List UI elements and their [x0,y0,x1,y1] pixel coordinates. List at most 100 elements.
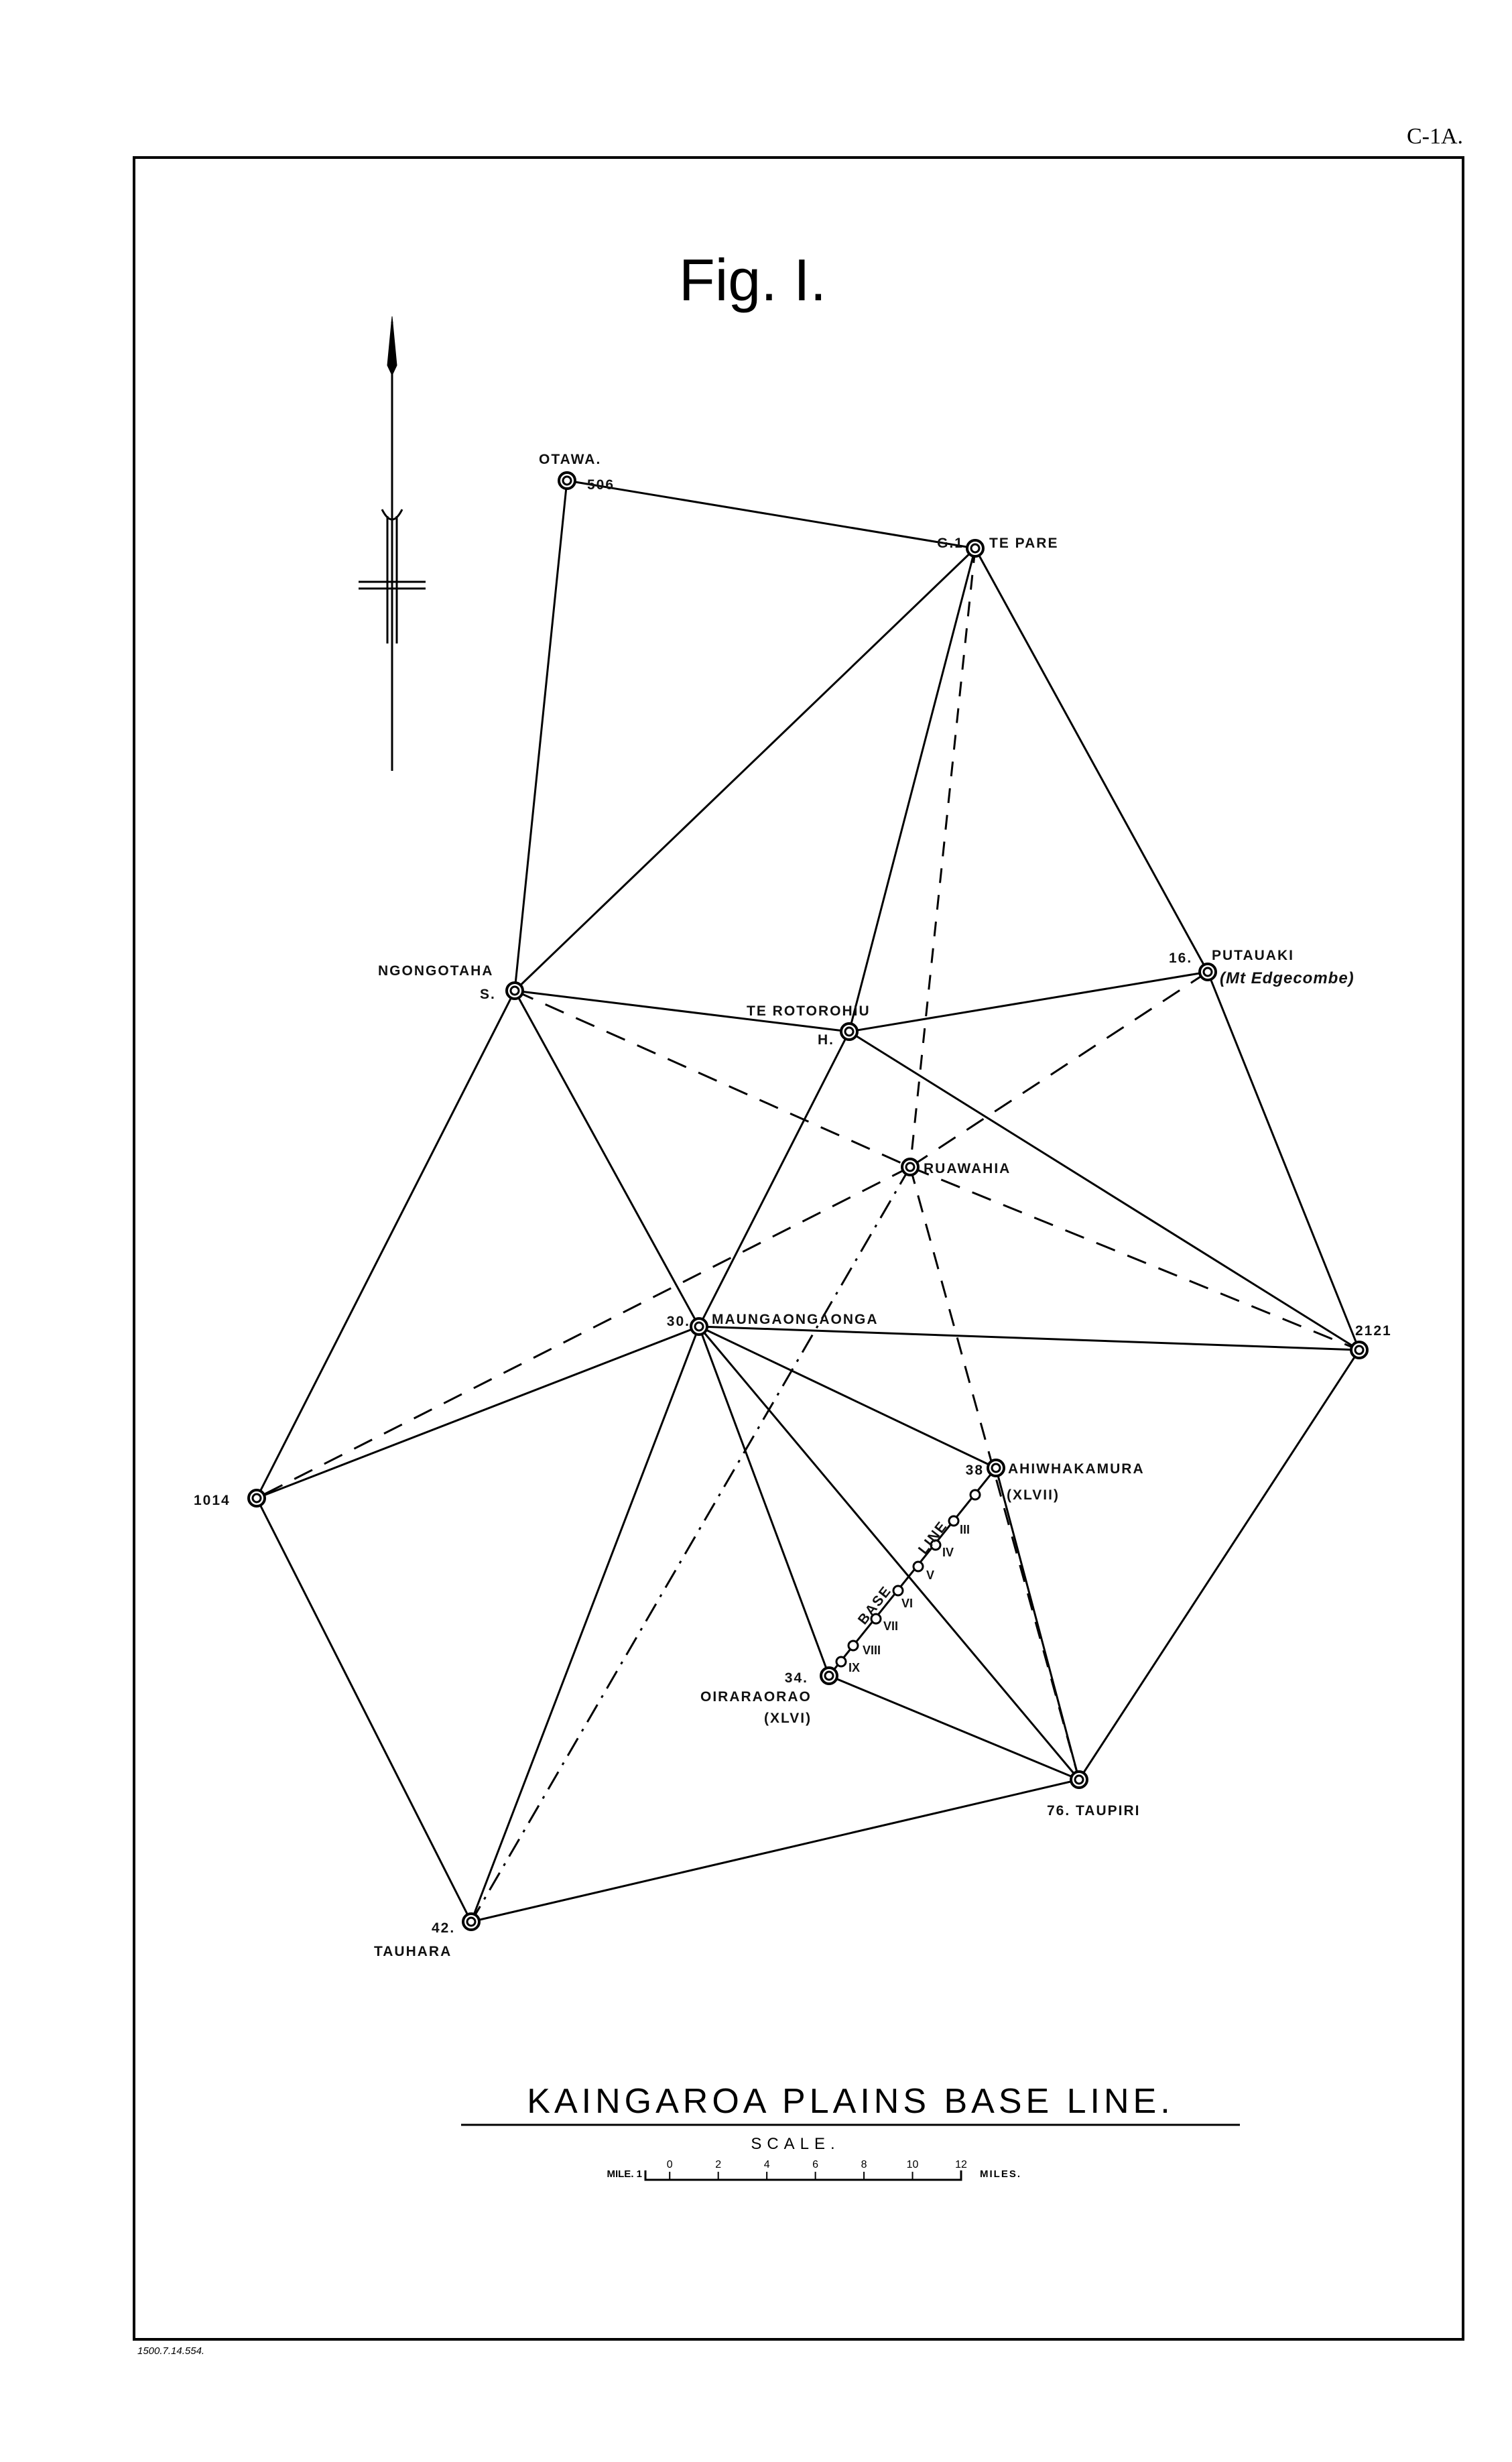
triangulation-lines [255,479,1361,1923]
observation-line [513,990,700,1327]
section-label: V [926,1568,934,1582]
station-marker-inner [905,1162,916,1172]
observation-line [470,1326,700,1922]
station-marker-inner [466,1916,477,1927]
label-oiraraorao: OIRARAORAO [700,1689,812,1705]
scale-label: SCALE. [751,2135,840,2153]
base-section-marker [870,1613,882,1625]
dashed-ray [909,548,976,1168]
scale-tick-label: 2 [715,2159,721,2170]
dashed-ray [909,1166,1360,1351]
base-section-marker [930,1539,942,1551]
section-label: VIII [863,1644,881,1657]
base-section-marker [948,1515,960,1527]
section-label: VII [883,1619,898,1633]
section-label: III [960,1523,970,1536]
station-marker-inner [970,543,981,554]
station-marker-inner [562,475,572,486]
scale-right-label: MILES. [980,2168,1021,2180]
observation-line [848,548,976,1032]
label-maungaongaonga: MAUNGAONGAONGA [712,1312,879,1327]
observation-line [698,1326,1080,1780]
station-marker-inner [844,1026,855,1037]
label-1014: 1014 [194,1493,231,1508]
observation-line [470,1778,1080,1923]
station-marker-inner [824,1670,834,1681]
observation-line [995,1467,1080,1780]
scale-tick-label: 6 [812,2159,818,2170]
dashed-ray [909,971,1208,1168]
map-border [133,156,1464,2341]
label-te-pare-number: G.1 [937,536,964,551]
station-marker-inner [1074,1774,1084,1785]
label-ahiwhakamura-alt: (XLVII) [1007,1487,1060,1503]
observation-line [848,1030,1360,1351]
north-arrow-icon [359,316,426,771]
label-otawa: OTAWA. [539,452,601,467]
observation-line [828,1674,1080,1781]
observation-line [255,990,516,1499]
label-taupiri: 76. TAUPIRI [1047,1803,1140,1819]
figure-title: Fig. I. [679,247,826,313]
scale-tick-label: 12 [955,2159,967,2170]
dashed-ray [256,1166,911,1499]
label-maungaongaonga-number: 30. [667,1314,690,1329]
map-title: KAINGAROA PLAINS BASE LINE. [527,2082,1174,2121]
scale-tick-label: 4 [764,2159,770,2170]
section-label: IX [848,1661,860,1674]
label-ahiwhakamura: AHIWHAKAMURA [1008,1461,1145,1477]
station-marker-inner [509,985,520,996]
scale-left-label: MILE. 1 [607,2168,642,2180]
observation-line [513,480,568,991]
dashed-ray [514,989,911,1168]
label-putauaki-number: 16. [1169,950,1192,966]
observation-line [698,1031,850,1327]
section-label: VI [901,1597,913,1610]
label-ruawahia: RUAWAHIA [924,1161,1011,1176]
scale-bar-line [644,2170,962,2181]
station-marker-inner [1202,967,1213,977]
scale-tick-label: 8 [861,2159,867,2170]
observation-line [698,1326,830,1676]
label-oiraraorao-number: 34. [785,1670,808,1686]
station-marker-inner [1354,1345,1365,1355]
observation-line [698,1325,997,1469]
station-marker-inner [991,1463,1001,1473]
label-ahiwhakamura-number: 38 [966,1463,984,1478]
observation-line [828,1467,997,1676]
observation-line [698,1325,1360,1351]
label-ngongotaha-number: S. [480,987,496,1002]
section-label: IV [942,1546,954,1559]
base-section-marker [847,1640,859,1652]
print-note: 1500.7.14.554. [137,2345,204,2357]
label-2121: 2121 [1355,1323,1392,1339]
observation-line [1078,1349,1361,1780]
station-marker-inner [694,1321,704,1332]
label-otawa-number: 506 [587,477,615,493]
label-te-pare: TE PARE [989,536,1058,551]
base-section-marker [892,1585,904,1597]
base-section-marker [912,1560,924,1573]
observation-line [848,971,1208,1033]
station-marker-inner [251,1493,262,1503]
label-te-rotorohiu: TE ROTOROHIU [747,1003,871,1019]
scale-tick-label: 10 [907,2159,919,2170]
label-tauhara: TAUHARA [374,1944,452,1959]
dashed-ray [470,1166,911,1922]
label-oiraraorao-alt: (XLVI) [764,1711,812,1726]
observation-line [514,989,850,1033]
observation-line [974,548,1209,973]
observation-line [566,479,976,550]
label-te-rotorohiu-number: H. [818,1032,834,1048]
station-markers [247,471,1369,1931]
sheet-reference: C-1A. [1407,124,1463,149]
observation-line [255,1497,472,1922]
label-tauhara-number: 42. [432,1920,455,1936]
label-ngongotaha: NGONGOTAHA [378,963,493,979]
observation-line [513,547,976,992]
observation-line [256,1325,700,1499]
base-section-marker [969,1489,981,1501]
base-section-marker [835,1656,847,1668]
